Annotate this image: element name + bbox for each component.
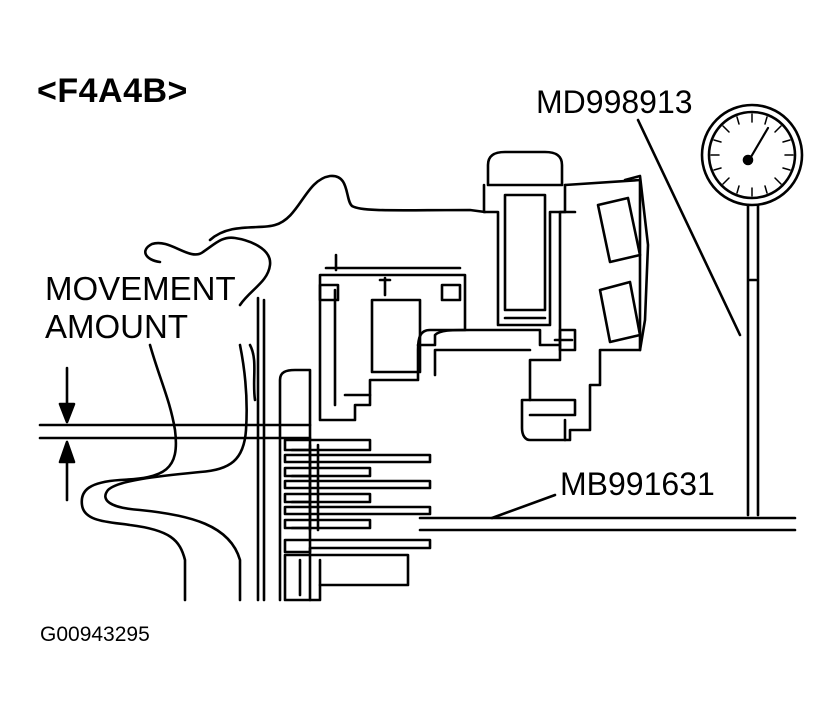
housing-left-wall bbox=[248, 296, 266, 602]
check-ball-stem bbox=[378, 276, 392, 297]
oil-passage bbox=[416, 328, 562, 377]
snap-ring-lower bbox=[283, 553, 410, 602]
figure-id: G00943295 bbox=[40, 623, 150, 646]
tool-leader bbox=[490, 493, 557, 520]
roller-upper bbox=[596, 196, 642, 264]
movement-amount-label-line1: MOVEMENT bbox=[45, 270, 236, 307]
dial-gauge-stem bbox=[746, 203, 760, 517]
bolt-inner bbox=[503, 193, 547, 320]
snap-ring bbox=[553, 328, 577, 352]
snap-ring-lower-detail bbox=[298, 558, 322, 597]
dial-gauge-label: MD998913 bbox=[536, 84, 693, 120]
clutch-plates bbox=[283, 438, 432, 532]
movement-leader-line-2 bbox=[104, 343, 248, 602]
reaction-plate bbox=[283, 538, 432, 554]
piston-inner-line bbox=[333, 288, 372, 407]
dial-gauge-face bbox=[707, 110, 797, 200]
piston-window-2 bbox=[440, 283, 462, 302]
right-housing-fin bbox=[623, 174, 650, 352]
piston-seal bbox=[370, 298, 422, 374]
bolt-head bbox=[486, 150, 564, 187]
tool-label: MB991631 bbox=[560, 466, 715, 502]
movement-arrowhead-top bbox=[58, 402, 76, 424]
dial-gauge-hub bbox=[742, 154, 754, 166]
variant-label: <F4A4B> bbox=[37, 72, 188, 110]
dial-gauge-bezel bbox=[700, 103, 804, 207]
housing-inner-wall bbox=[278, 368, 312, 602]
right-housing bbox=[520, 178, 642, 442]
right-housing-lower bbox=[528, 398, 577, 442]
movement-amount-label-line2: AMOUNT bbox=[45, 308, 188, 345]
piston-window-1 bbox=[318, 283, 340, 302]
dial-gauge-ticks bbox=[710, 113, 794, 197]
housing-outline bbox=[144, 174, 487, 307]
piston-body bbox=[318, 273, 467, 422]
piston-fill-line bbox=[324, 253, 462, 272]
dial-gauge-leader bbox=[636, 118, 742, 337]
movement-arrowhead-bottom bbox=[58, 440, 76, 464]
movement-leader-line bbox=[80, 343, 187, 602]
roller-lower bbox=[598, 280, 642, 344]
bolt-shank bbox=[482, 183, 567, 327]
